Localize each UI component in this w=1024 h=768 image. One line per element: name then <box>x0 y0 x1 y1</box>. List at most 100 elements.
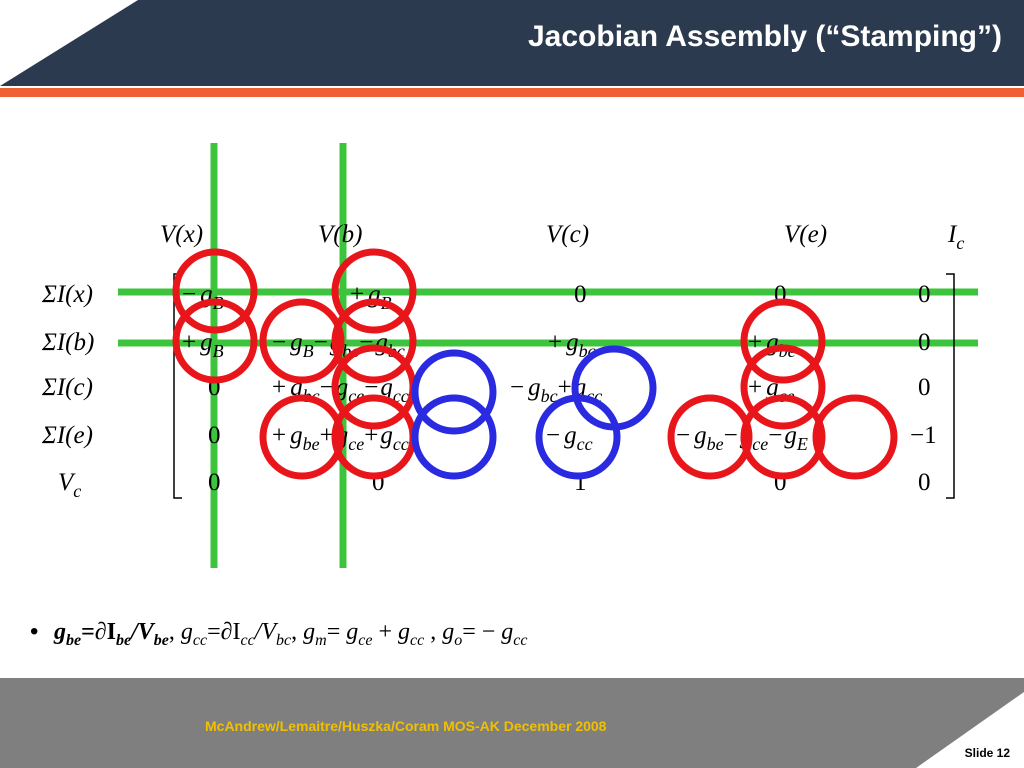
cell-r2-c2-t1-sign: − <box>510 374 524 401</box>
cell-r0-c0-sign: − <box>182 281 196 308</box>
cell-r3-c1-t3-g: g <box>380 422 393 449</box>
cell-r1-c0: +gB <box>182 329 224 361</box>
cell-r1-c3-sign: + <box>748 329 762 356</box>
cell-r1-c0-g: g <box>200 329 213 356</box>
cell-r3-c1-t1-sub: be <box>303 434 320 454</box>
cell-r1-c1-t1-g: g <box>290 329 303 356</box>
red-circle <box>740 298 826 384</box>
go-symbol: g <box>442 619 455 645</box>
cell-r1-c2: +gbc <box>548 329 596 361</box>
slash2: /V <box>254 619 277 645</box>
cell-r3-c3-t2-sub: ce <box>752 434 768 454</box>
cell-r3-c2-sign: − <box>546 422 560 449</box>
row-label-ix: ΣI(x) <box>41 281 93 308</box>
col-header-vc: V(c) <box>546 221 589 248</box>
cell-r0-c2: 0 <box>574 281 587 308</box>
col-header-ic-sub: c <box>956 233 964 253</box>
go-sub: o <box>454 631 463 649</box>
cell-r2-c2-t1-g: g <box>528 374 541 401</box>
cell-r1-c4: 0 <box>918 329 931 356</box>
cell-r3-c3-t2-sign: − <box>724 422 738 449</box>
red-circle <box>812 394 898 480</box>
cell-r2-c1-t2-sign: − <box>320 374 334 401</box>
sep2: , <box>291 619 304 645</box>
cell-r2-c3-sign: + <box>748 374 762 401</box>
sep1: , <box>168 619 181 645</box>
gcc3-symbol: g <box>501 619 514 645</box>
red-circle <box>331 248 417 334</box>
cell-r3-c3-t3-sub: E <box>796 434 808 454</box>
blue-circle <box>411 349 497 435</box>
cell-r1-c1-t1-sign: − <box>272 329 286 356</box>
slash1: /V <box>131 619 154 645</box>
cell-r3-c3-t1-sub: be <box>707 434 724 454</box>
red-circle <box>667 394 753 480</box>
bullet-marker: • <box>30 618 39 645</box>
cell-r3-c1-t2-sign: + <box>320 422 334 449</box>
gce-sub: ce <box>358 631 373 649</box>
blue-circle <box>535 394 621 480</box>
cell-r2-c1-t3-sub: cc <box>393 386 409 406</box>
gcc2-sub: cc <box>409 631 425 649</box>
cell-r0-c4: 0 <box>918 281 931 308</box>
cell-r2-c4: 0 <box>918 374 931 401</box>
header-banner <box>0 0 1024 97</box>
col-header-vx: V(x) <box>160 221 203 248</box>
eq1: =∂I <box>81 619 116 645</box>
blue-circle <box>411 394 497 480</box>
row-label-ic: ΣI(c) <box>41 374 93 401</box>
cell-r3-c2-sub: cc <box>577 434 593 454</box>
footer-credit: McAndrew/Lemaitre/Huszka/Coram MOS-AK De… <box>205 718 607 734</box>
red-circle <box>259 394 345 480</box>
blue-circles <box>411 345 657 480</box>
footer-fill <box>0 678 1024 768</box>
cell-r3-c0: 0 <box>208 422 221 449</box>
cell-r3-c2: −gcc <box>546 422 593 454</box>
icc-sub: cc <box>240 631 255 649</box>
gcc-symbol: g <box>180 619 193 645</box>
red-circle <box>740 394 826 480</box>
gcc3-sub: cc <box>513 631 528 649</box>
row-label-vc-main: V <box>58 469 76 496</box>
cell-r3-c1-t3-sub: cc <box>393 434 409 454</box>
vbe-sub: be <box>153 631 169 649</box>
row-label-ie: ΣI(e) <box>41 422 93 449</box>
col-header-vb: V(b) <box>318 221 362 248</box>
cell-r1-c2-g: g <box>566 329 579 356</box>
col-header-ve: V(e) <box>784 221 827 248</box>
cell-r2-c2-t2-sign: + <box>558 374 572 401</box>
gcc2-symbol: g <box>397 619 410 645</box>
cell-r3-c3-t1-g: g <box>694 422 707 449</box>
red-circle <box>172 298 258 384</box>
cell-r3-c4: −1 <box>910 422 937 449</box>
cell-r4-c0: 0 <box>208 469 221 496</box>
jacobian-matrix: V(x) V(b) V(c) V(e) Ic ΣI(x) ΣI(b) ΣI(c)… <box>41 143 978 568</box>
cell-r1-c0-sub: B <box>213 341 224 361</box>
cell-r2-c2-t1-sub: bc <box>541 386 558 406</box>
gce-symbol: g <box>346 619 359 645</box>
eq4: = − <box>462 619 502 645</box>
footer-banner <box>0 678 1024 768</box>
cell-r1-c1-t2-sign: − <box>314 329 328 356</box>
cell-r3-c3-t1-sign: − <box>676 422 690 449</box>
row-label-vc: Vc <box>58 469 81 501</box>
red-circle <box>259 298 345 384</box>
cell-r3-c2-g: g <box>564 422 577 449</box>
eq3: = <box>326 619 347 645</box>
cell-r3-c1: +gbe+gce+gcc <box>272 422 409 454</box>
cell-r3-c1-t1-sign: + <box>272 422 286 449</box>
cell-r1-c0-sign: + <box>182 329 196 356</box>
slide-number: Slide 12 <box>964 746 1010 760</box>
row-label-ib: ΣI(b) <box>41 329 94 356</box>
bullet-definitions: •gbe=∂Ibe/Vbe, gcc=∂Icc/Vbc, gm= gce + g… <box>30 618 527 650</box>
gcc-sub: cc <box>192 631 208 649</box>
slide-title: Jacobian Assembly (“Stamping”) <box>528 20 1002 53</box>
col-header-ic-main: I <box>947 221 958 248</box>
row-label-vc-sub: c <box>73 481 81 501</box>
cell-r3-c1-t2-sub: ce <box>348 434 364 454</box>
cell-r2-c1-t1-sign: + <box>272 374 286 401</box>
cell-r1-c1-t1-sub: B <box>303 341 314 361</box>
red-circle <box>740 344 826 430</box>
red-circle <box>331 298 417 384</box>
header-accent-stripe <box>0 88 1024 97</box>
